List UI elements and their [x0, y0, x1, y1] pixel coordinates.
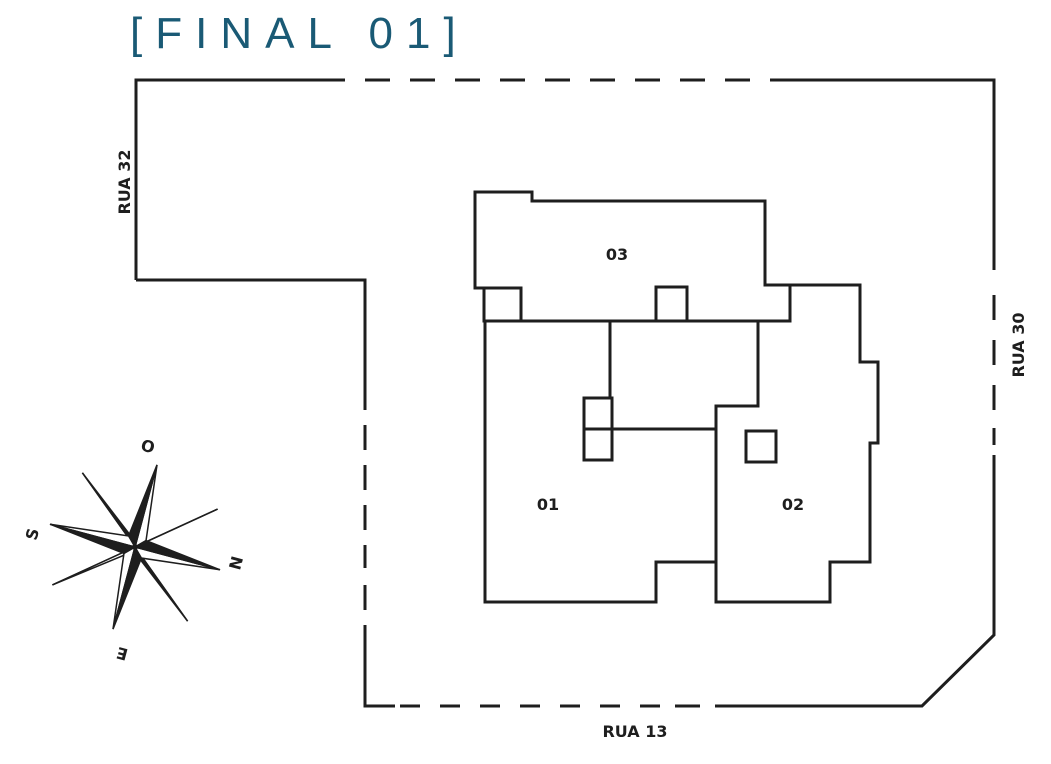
unit-label-02: 02	[782, 495, 804, 514]
page-title: [FINAL 01]	[130, 9, 469, 58]
compass-letter-o: O	[139, 436, 157, 458]
unit-03[interactable]	[473, 190, 792, 323]
street-label-rua-32: RUA 32	[115, 149, 134, 214]
street-label-rua-30: RUA 30	[1009, 312, 1028, 377]
compass-letter-e: E	[114, 643, 129, 664]
unit-label-03: 03	[606, 245, 628, 264]
compass-rose-icon	[49, 464, 221, 630]
lot-boundary	[134, 78, 996, 708]
unit-02[interactable]	[714, 283, 880, 604]
street-label-rua-13: RUA 13	[602, 722, 667, 741]
unit-label-01: 01	[537, 495, 559, 514]
shaft-square-top	[654, 285, 689, 323]
compass-letter-n: N	[225, 554, 247, 572]
shaft-square-right	[744, 429, 778, 464]
shaft-square-left	[582, 427, 614, 462]
compass-letter-s: S	[22, 526, 43, 542]
